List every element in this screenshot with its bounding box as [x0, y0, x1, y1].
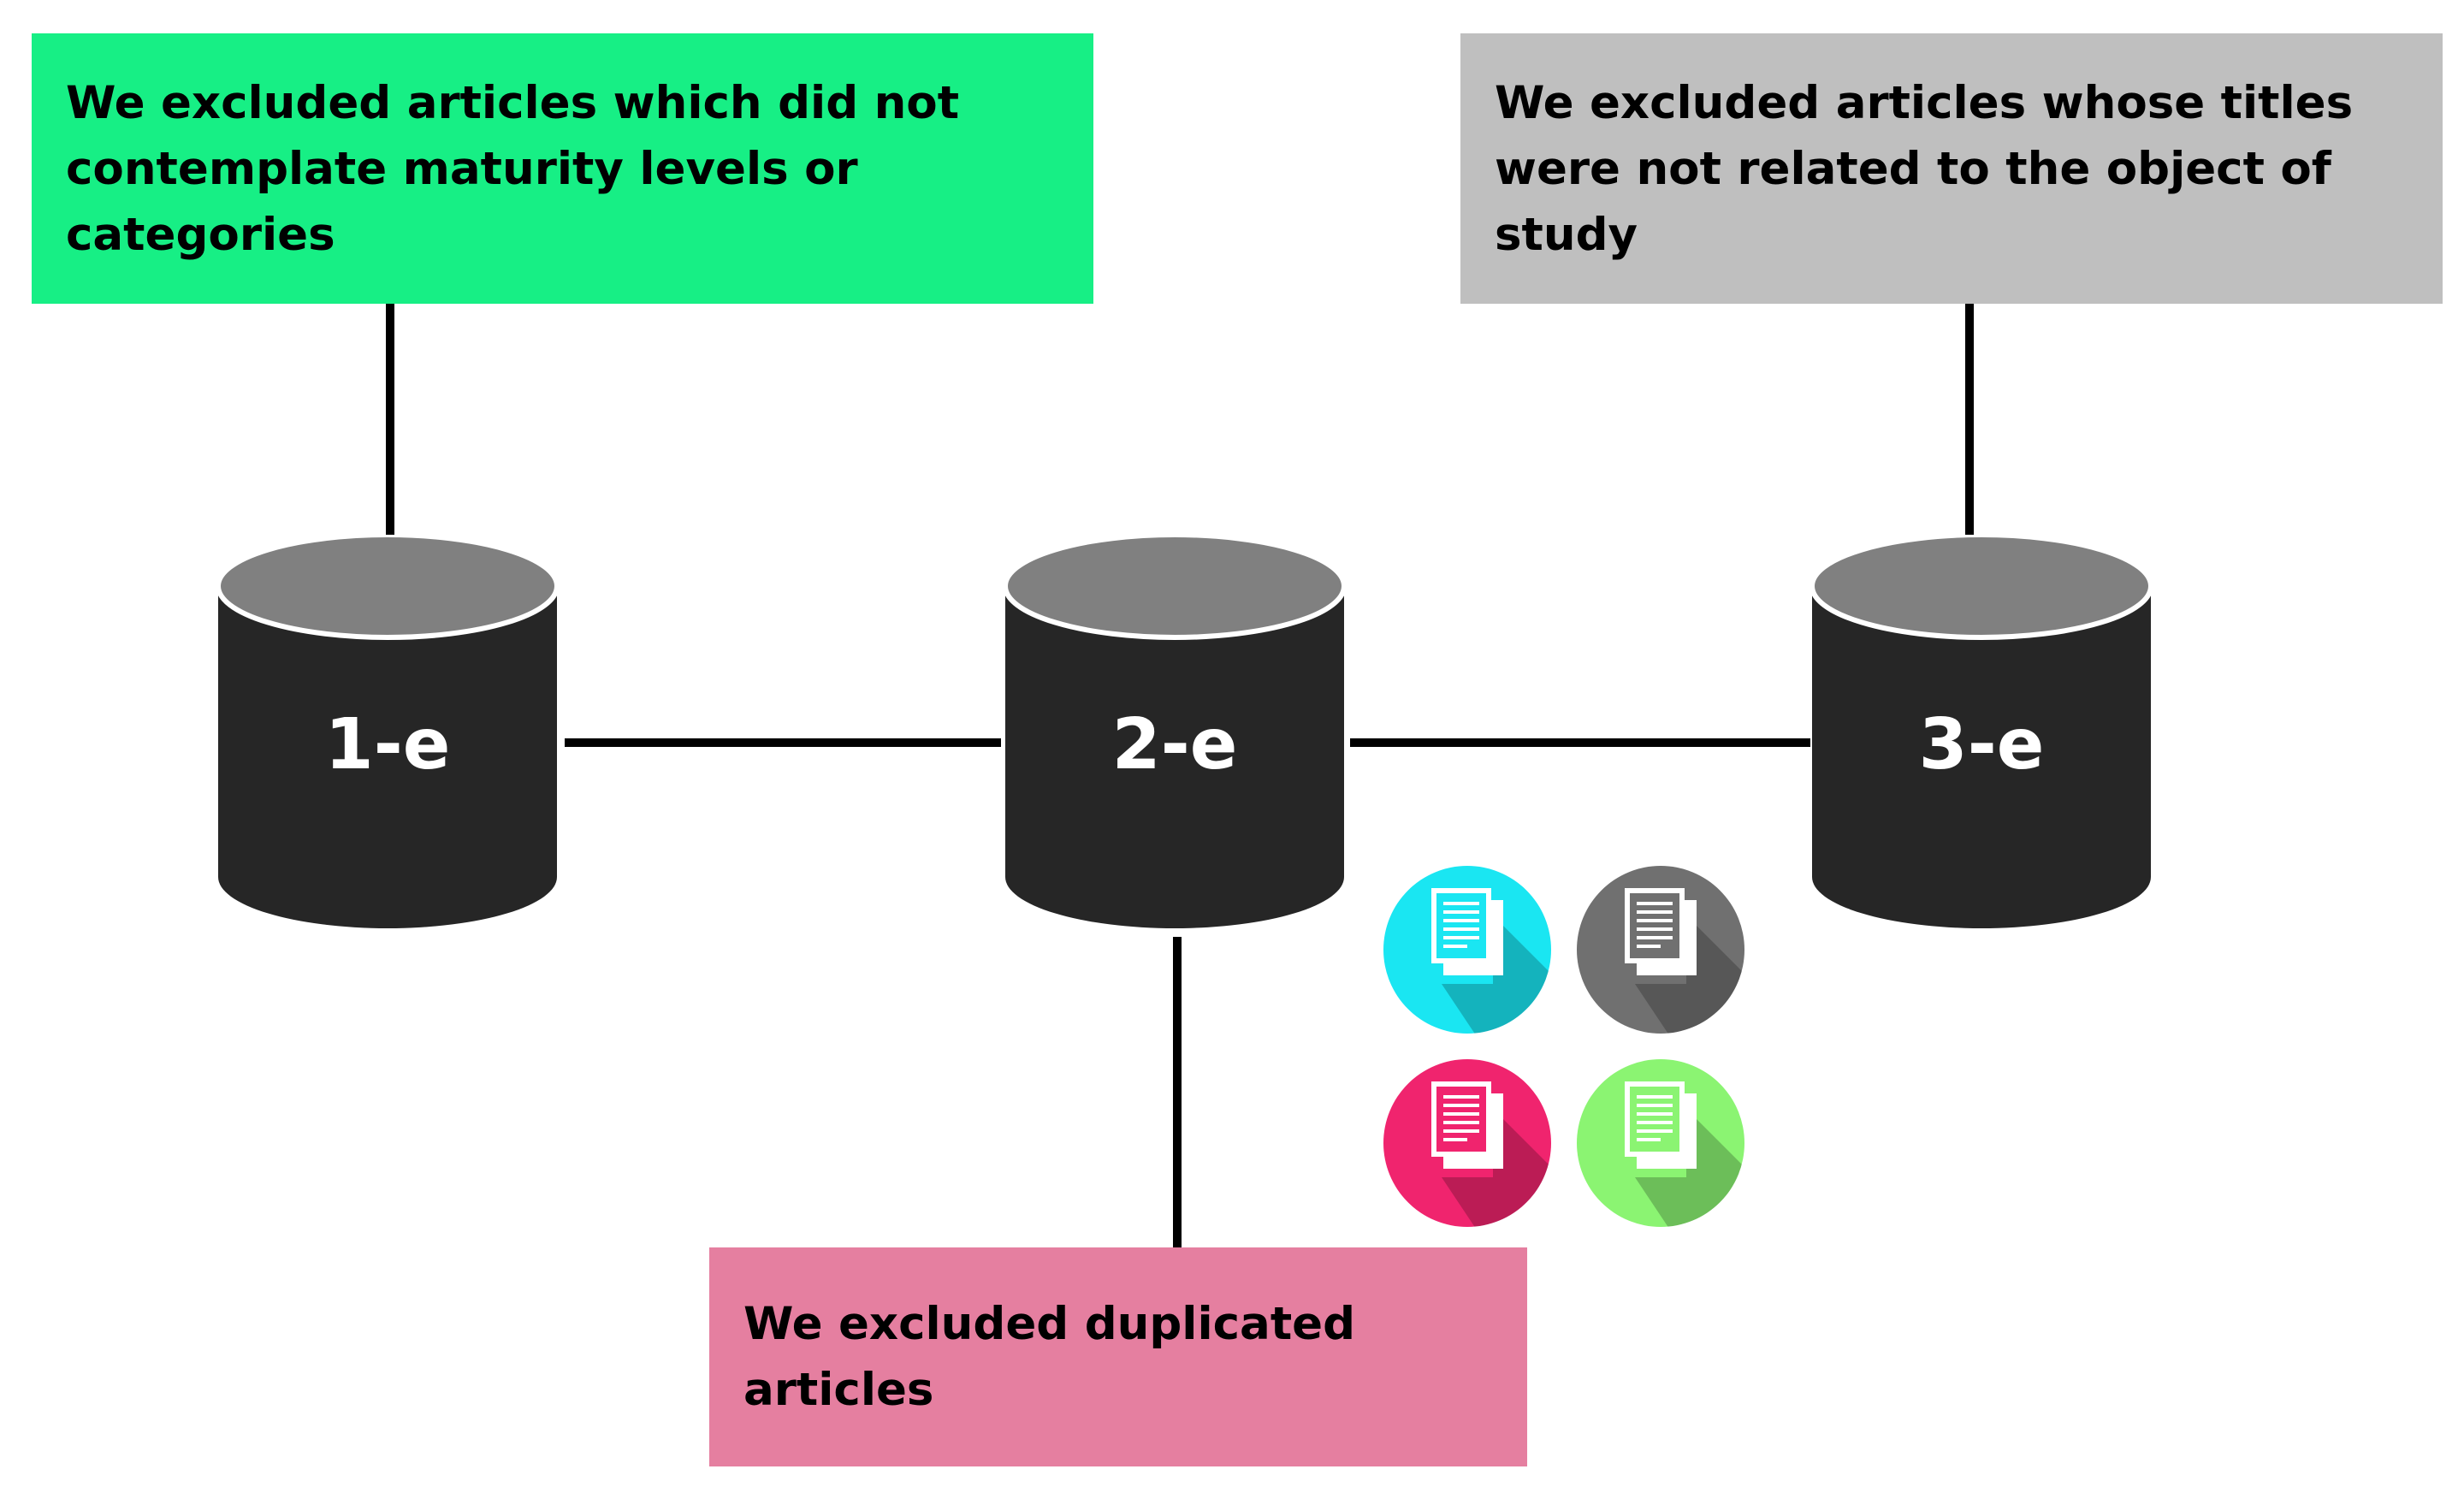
- database-label: 2-e: [1111, 703, 1238, 785]
- connector-db2-to-db3: [1350, 738, 1810, 747]
- database-3: 3-e: [1810, 535, 2153, 928]
- database-label: 1-e: [324, 703, 451, 785]
- database-2: 2-e: [1004, 535, 1346, 928]
- document-icon-gray: [1575, 864, 1746, 1035]
- document-icon-pink: [1382, 1057, 1553, 1229]
- document-icon-cyan: [1382, 864, 1553, 1035]
- database-icon: [1810, 535, 2153, 928]
- database-icon: [1004, 535, 1346, 928]
- note-text: We excluded articles whose titles were n…: [1495, 76, 2354, 261]
- database-label: 3-e: [1918, 703, 2045, 785]
- database-icon: [216, 535, 559, 928]
- database-1: 1-e: [216, 535, 559, 928]
- note-exclusion-duplicates: We excluded duplicated articles: [709, 1247, 1527, 1466]
- connector-note1-to-db1: [386, 304, 394, 535]
- connector-note3-to-db3: [1965, 304, 1974, 535]
- document-icon-green: [1575, 1057, 1746, 1229]
- note-text: We excluded duplicated articles: [743, 1298, 1356, 1416]
- connector-db2-to-note2: [1173, 937, 1182, 1247]
- connector-db1-to-db2: [565, 738, 1001, 747]
- note-text: We excluded articles which did not conte…: [66, 76, 960, 261]
- note-exclusion-titles: We excluded articles whose titles were n…: [1460, 33, 2443, 304]
- note-exclusion-maturity: We excluded articles which did not conte…: [32, 33, 1093, 304]
